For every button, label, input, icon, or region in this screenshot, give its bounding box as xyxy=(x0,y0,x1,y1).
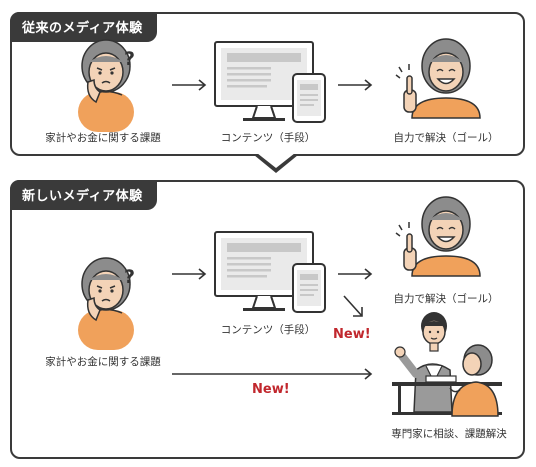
new-content-label: コンテンツ（手段） xyxy=(220,324,316,336)
new-goal-label: 自力で解決（ゴール） xyxy=(393,293,499,305)
arrow-icon xyxy=(338,79,373,91)
happy-person-icon xyxy=(395,38,481,119)
new-badge-content: New! xyxy=(333,327,371,342)
arrow-icon xyxy=(338,268,373,280)
new-person-label: 家計やお金に関する課題 xyxy=(45,356,161,368)
new-badge-expert: New! xyxy=(252,382,290,397)
worried-person-icon xyxy=(78,39,134,132)
old-experience-title: 従来のメディア体験 xyxy=(10,12,157,42)
arrow-icon xyxy=(172,368,373,380)
svg-text:?: ? xyxy=(124,266,135,288)
question-mark-icon: ? xyxy=(124,48,135,70)
new-expert-label: 専門家に相談、課題解決 xyxy=(391,428,507,440)
monitor-phone-icon xyxy=(214,41,326,123)
new-experience-title: 新しいメディア体験 xyxy=(10,180,157,210)
happy-person-icon xyxy=(395,196,481,277)
arrow-icon xyxy=(172,268,207,280)
monitor-phone-icon xyxy=(214,231,326,313)
arrow-icon xyxy=(343,295,363,317)
worried-person-icon xyxy=(78,257,134,350)
old-goal-label: 自力で解決（ゴール） xyxy=(393,132,499,144)
question-mark-icon: ? xyxy=(124,266,135,288)
arrow-icon xyxy=(172,79,207,91)
old-content-label: コンテンツ（手段） xyxy=(220,132,316,144)
svg-text:?: ? xyxy=(124,48,135,70)
old-person-label: 家計やお金に関する課題 xyxy=(45,132,161,144)
consultation-icon xyxy=(392,312,502,417)
